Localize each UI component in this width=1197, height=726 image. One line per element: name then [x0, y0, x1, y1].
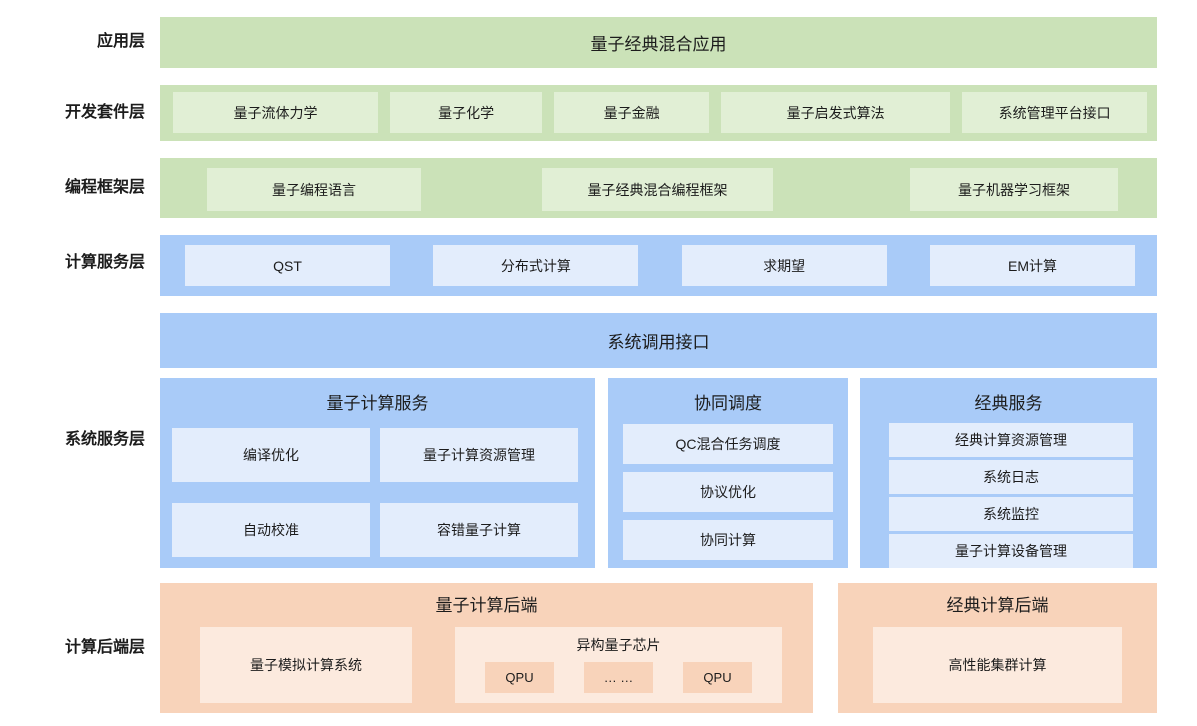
classic-service-panel: 经典服务 经典计算资源管理 系统日志 系统监控 量子计算设备管理 — [860, 378, 1157, 568]
system-service-box: 协议优化 — [623, 472, 833, 512]
devkit-band: 量子流体力学 量子化学 量子金融 量子启发式算法 系统管理平台接口 — [160, 85, 1157, 141]
quantum-simulator-box: 量子模拟计算系统 — [200, 627, 412, 703]
panel-title: 经典服务 — [974, 394, 1043, 413]
system-service-box: QC混合任务调度 — [623, 424, 833, 464]
quantum-computing-service-panel: 量子计算服务 编译优化 量子计算资源管理 自动校准 容错量子计算 — [160, 378, 595, 568]
syscall-band-title: 系统调用接口 — [607, 333, 710, 352]
system-service-box: 量子计算资源管理 — [380, 428, 578, 482]
service-box: 求期望 — [681, 245, 887, 286]
system-service-box: 协同计算 — [623, 520, 833, 560]
panel-title: 量子计算服务 — [326, 394, 429, 413]
devkit-box: 量子流体力学 — [173, 92, 379, 133]
ellipsis-chip: … … — [584, 662, 653, 693]
panel-title: 量子计算后端 — [435, 596, 538, 615]
system-service-box: 编译优化 — [172, 428, 370, 482]
framework-box: 量子经典混合编程框架 — [542, 168, 773, 211]
classic-backend-panel: 经典计算后端 高性能集群计算 — [838, 583, 1157, 713]
layer-label-service: 计算服务层 — [64, 254, 145, 271]
devkit-box: 量子金融 — [554, 92, 710, 133]
framework-band: 量子编程语言 量子经典混合编程框架 量子机器学习框架 — [160, 158, 1157, 218]
framework-box: 量子编程语言 — [207, 168, 421, 211]
application-band: 量子经典混合应用 — [160, 17, 1157, 68]
framework-box: 量子机器学习框架 — [910, 168, 1118, 211]
layer-label-application: 应用层 — [96, 33, 145, 50]
service-box: 分布式计算 — [433, 245, 639, 286]
quantum-backend-panel: 量子计算后端 量子模拟计算系统 异构量子芯片 QPU … … QPU — [160, 583, 813, 713]
panel-title: 经典计算后端 — [946, 596, 1049, 615]
qpu-chip: QPU — [485, 662, 554, 693]
hpc-cluster-box: 高性能集群计算 — [873, 627, 1122, 703]
service-box: QST — [185, 245, 390, 286]
heterogeneous-chip-group: 异构量子芯片 QPU … … QPU — [455, 627, 782, 703]
devkit-box: 量子化学 — [390, 92, 543, 133]
syscall-band: 系统调用接口 — [160, 313, 1157, 368]
layer-label-backend: 计算后端层 — [64, 639, 145, 656]
devkit-box: 系统管理平台接口 — [962, 92, 1147, 133]
qpu-chip: QPU — [683, 662, 752, 693]
layer-label-framework: 编程框架层 — [64, 179, 145, 196]
system-service-box: 经典计算资源管理 — [889, 423, 1133, 457]
chip-group-title: 异构量子芯片 — [576, 637, 661, 653]
service-box: EM计算 — [929, 245, 1135, 286]
service-band: QST 分布式计算 求期望 EM计算 — [160, 235, 1157, 296]
layer-label-devkit: 开发套件层 — [64, 104, 145, 121]
panel-title: 协同调度 — [694, 394, 762, 413]
system-service-box: 系统日志 — [889, 460, 1133, 494]
devkit-box: 量子启发式算法 — [721, 92, 951, 133]
application-band-title: 量子经典混合应用 — [590, 35, 727, 54]
system-service-box: 量子计算设备管理 — [889, 534, 1133, 568]
cooperative-scheduling-panel: 协同调度 QC混合任务调度 协议优化 协同计算 — [608, 378, 848, 568]
layer-label-system: 系统服务层 — [64, 431, 145, 448]
system-service-box: 容错量子计算 — [380, 503, 578, 557]
system-service-box: 系统监控 — [889, 497, 1133, 531]
system-service-box: 自动校准 — [172, 503, 370, 557]
